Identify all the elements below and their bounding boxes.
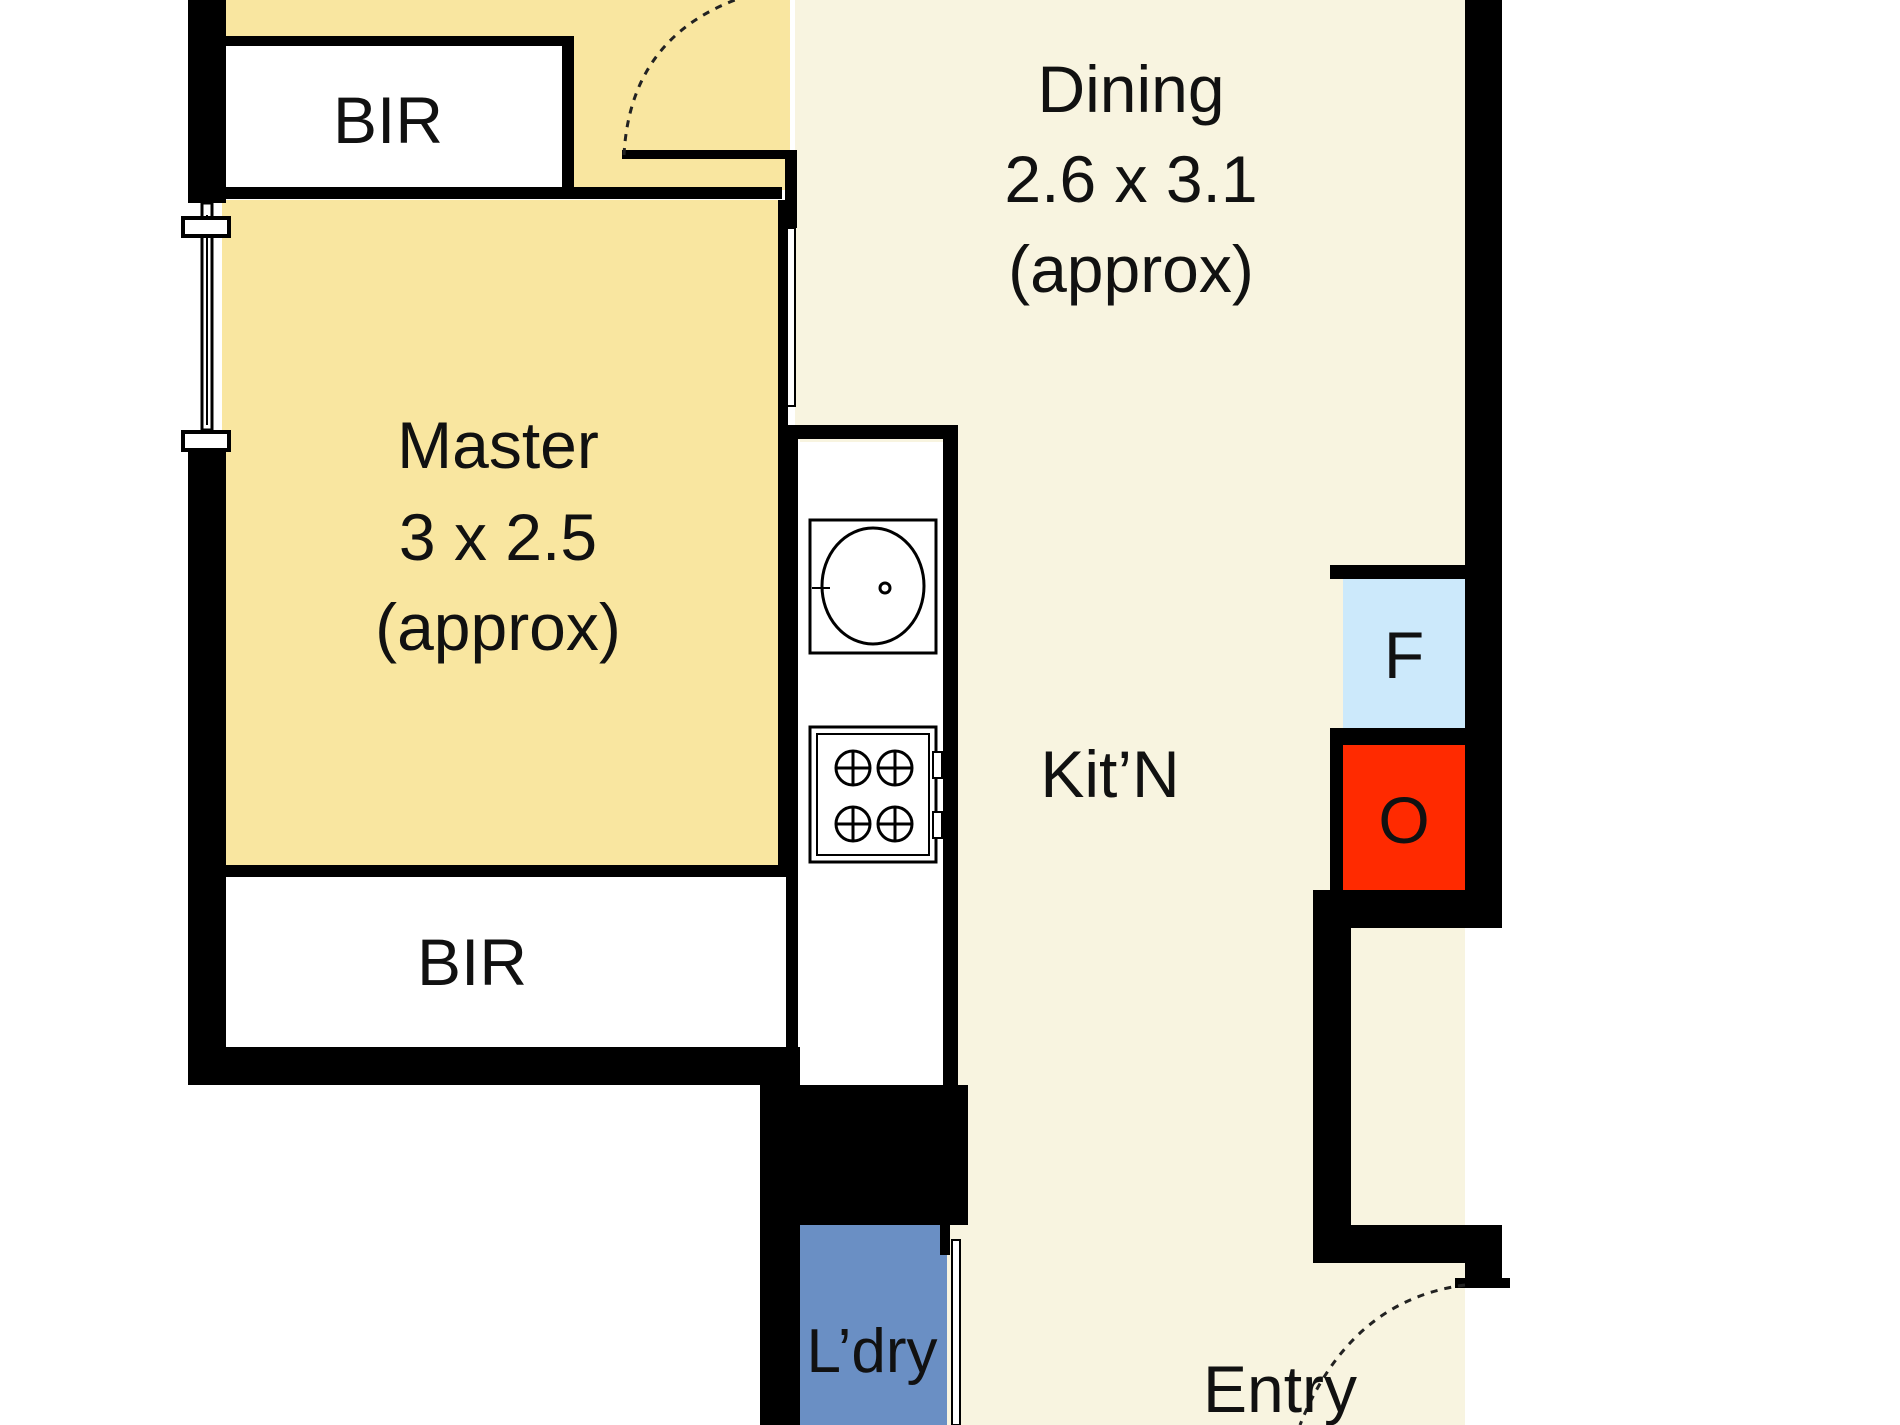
bir-top-floor (222, 42, 570, 187)
master-floor (222, 200, 780, 870)
kitchen-label: Kit’N (1040, 737, 1179, 811)
cooktop-icon (808, 725, 943, 864)
master-size: 3 x 2.5 (399, 500, 597, 574)
window-icon (181, 201, 961, 1425)
oven-space (1343, 743, 1465, 890)
laundry-label: L’dry (807, 1317, 938, 1386)
dining-note: (approx) (1008, 232, 1254, 306)
dining-label: Dining (1037, 52, 1224, 126)
fridge-space (1343, 578, 1465, 728)
oven-label: O (1378, 783, 1429, 857)
master-note: (approx) (375, 590, 621, 664)
fridge-label: F (1384, 618, 1424, 692)
bir-bottom-label: BIR (417, 925, 527, 999)
hall-floor (795, 0, 815, 440)
master-label: Master (397, 408, 599, 482)
door-swing-icon (1298, 1283, 1466, 1425)
door-swing-icon (622, 0, 736, 156)
sink-icon (808, 518, 938, 655)
bir-bottom-floor (222, 877, 787, 1047)
entry-label: Entry (1203, 1352, 1357, 1425)
dining-size: 2.6 x 3.1 (1004, 142, 1257, 216)
laundry-floor (797, 1225, 947, 1425)
walls (188, 0, 1510, 1425)
bir-top-label: BIR (333, 83, 443, 157)
